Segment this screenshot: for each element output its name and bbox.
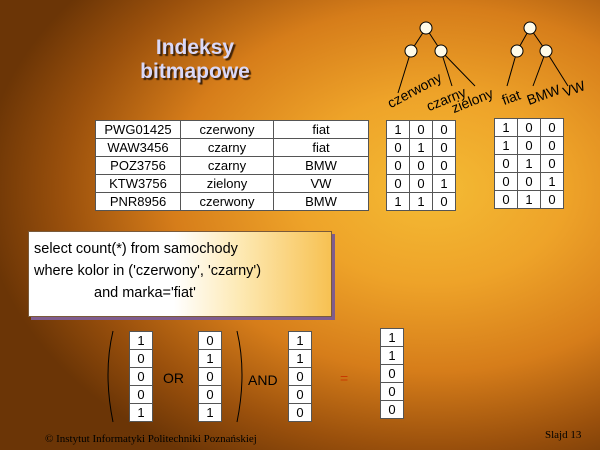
table-row: 0 bbox=[288, 385, 312, 404]
table-cell: 0 bbox=[540, 190, 564, 209]
table-row: 0 bbox=[380, 382, 404, 401]
table-row: 1 bbox=[129, 403, 153, 422]
table-row: 1 bbox=[380, 328, 404, 347]
sql-query-box: select count(*) from samochody where kol… bbox=[28, 231, 332, 317]
table-row: 0 bbox=[380, 400, 404, 419]
bit-cell: 0 bbox=[380, 382, 404, 401]
table-row: 0 bbox=[380, 364, 404, 383]
title-line-2: bitmapowe bbox=[140, 60, 250, 83]
bit-cell: 1 bbox=[288, 331, 312, 350]
table-row: 0 bbox=[198, 367, 222, 386]
tree-node bbox=[539, 44, 553, 58]
bit-cell: 0 bbox=[288, 385, 312, 404]
title-line-1: Indeksy bbox=[155, 36, 235, 59]
tree-node bbox=[434, 44, 448, 58]
bit-cell: 1 bbox=[198, 403, 222, 422]
equals-sign: = bbox=[340, 370, 349, 386]
bit-cell: 0 bbox=[288, 403, 312, 422]
bit-cell: 1 bbox=[198, 349, 222, 368]
footer-copyright: © Instytut Informatyki Politechniki Pozn… bbox=[45, 433, 257, 445]
bit-cell: 0 bbox=[198, 385, 222, 404]
table-cell: 0 bbox=[432, 192, 456, 211]
table-cell: PWG01425 bbox=[95, 120, 181, 139]
table-cell: 1 bbox=[540, 172, 564, 191]
and-operator: AND bbox=[248, 372, 278, 388]
table-row: 1 bbox=[288, 349, 312, 368]
table-cell: czerwony bbox=[180, 192, 274, 211]
table-row: 1 bbox=[380, 346, 404, 365]
slide-number: Slajd 13 bbox=[545, 429, 582, 441]
bit-cell: 0 bbox=[380, 364, 404, 383]
table-row: 0 bbox=[198, 331, 222, 350]
tree-node bbox=[419, 21, 433, 35]
bit-cell: 1 bbox=[288, 349, 312, 368]
bit-cell: 0 bbox=[380, 400, 404, 419]
or-operator: OR bbox=[163, 370, 184, 386]
bit-cell: 0 bbox=[129, 367, 153, 386]
bit-cell: 1 bbox=[380, 346, 404, 365]
table-cell: czerwony bbox=[180, 120, 274, 139]
bit-cell: 0 bbox=[129, 349, 153, 368]
table-row: 1 bbox=[198, 349, 222, 368]
slide-title: Indeksy bitmapowe bbox=[110, 36, 280, 84]
table-row: 0 bbox=[288, 403, 312, 422]
table-cell: BMW bbox=[273, 192, 369, 211]
table-cell: 0 bbox=[494, 190, 518, 209]
tree-node bbox=[404, 44, 418, 58]
table-row: 0 bbox=[129, 385, 153, 404]
query-line-1: select count(*) from samochody bbox=[34, 241, 238, 257]
bit-cell: 1 bbox=[129, 403, 153, 422]
table-row: 1 bbox=[288, 331, 312, 350]
table-cell: czarny bbox=[180, 156, 274, 175]
table-row: 0 bbox=[288, 367, 312, 386]
table-cell: PNR8956 bbox=[95, 192, 181, 211]
bit-cell: 0 bbox=[129, 385, 153, 404]
bit-cell: 0 bbox=[198, 367, 222, 386]
table-row: 0 bbox=[129, 349, 153, 368]
table-row: 1 bbox=[198, 403, 222, 422]
table-row: 1 bbox=[129, 331, 153, 350]
table-row: 0 bbox=[129, 367, 153, 386]
tree-node bbox=[510, 44, 524, 58]
bit-cell: 1 bbox=[380, 328, 404, 347]
query-line-2: where kolor in ('czerwony', 'czarny') bbox=[34, 263, 262, 279]
tree-node bbox=[523, 21, 537, 35]
bit-cell: 0 bbox=[288, 367, 312, 386]
bit-cell: 1 bbox=[129, 331, 153, 350]
table-row: 0 bbox=[198, 385, 222, 404]
bit-cell: 0 bbox=[198, 331, 222, 350]
query-line-3: and marka='fiat' bbox=[94, 285, 196, 301]
